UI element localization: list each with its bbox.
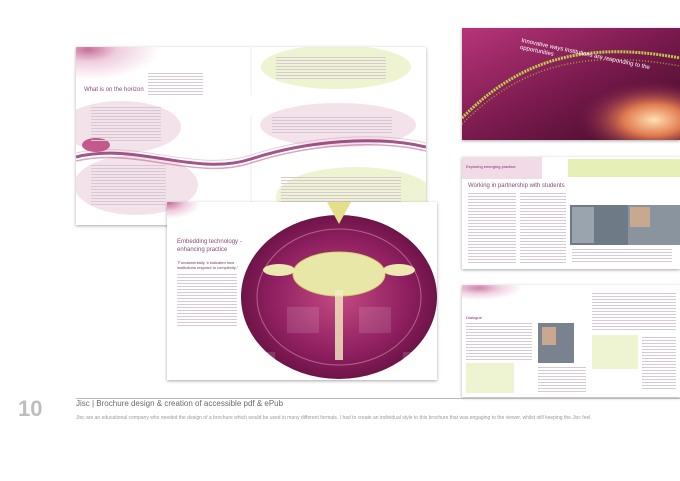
text-column [272,117,392,135]
heading-line-1: Embedding technology - [177,239,242,245]
quote-text: "Fundamentally, it indicated how institu… [177,260,239,270]
text-column [148,73,203,95]
spread-horizon-heading: What is on the horizon [84,87,144,93]
page-number: 10 [18,396,43,421]
project-description: Jisc are an educational company who need… [76,415,592,421]
brochure-spread-horizon: What is on the horizon [76,47,426,225]
text-column [642,337,676,391]
text-column [177,274,237,328]
footer-divider [76,398,680,399]
brochure-cover-page: Innovative ways institutions are respond… [462,28,680,140]
students-page-heading: Working in partnership with students [468,183,565,189]
text-column [520,193,566,263]
text-column [91,107,161,143]
dialogue-label: Dialogue [466,315,482,320]
brochure-dialogue-page: Dialogue [462,285,680,397]
brochure-students-page: Exploring emerging practice Working in p… [462,157,680,269]
text-column [538,367,586,393]
text-column [572,249,672,263]
text-column [468,193,516,263]
text-column [91,165,166,205]
heading-line-2: enhancing practice [177,247,228,253]
section-tab-label: Exploring emerging practice [466,164,516,169]
project-title: Jisc | Brochure design & creation of acc… [76,399,284,408]
text-column [592,293,676,331]
spread-embedding-diagram [167,202,437,380]
text-column [466,323,532,361]
text-column [276,57,386,81]
spread-embedding-heading: Embedding technology - enhancing practic… [177,238,242,254]
brochure-spread-embedding: Embedding technology - enhancing practic… [167,202,437,380]
cover-artwork [462,28,680,140]
